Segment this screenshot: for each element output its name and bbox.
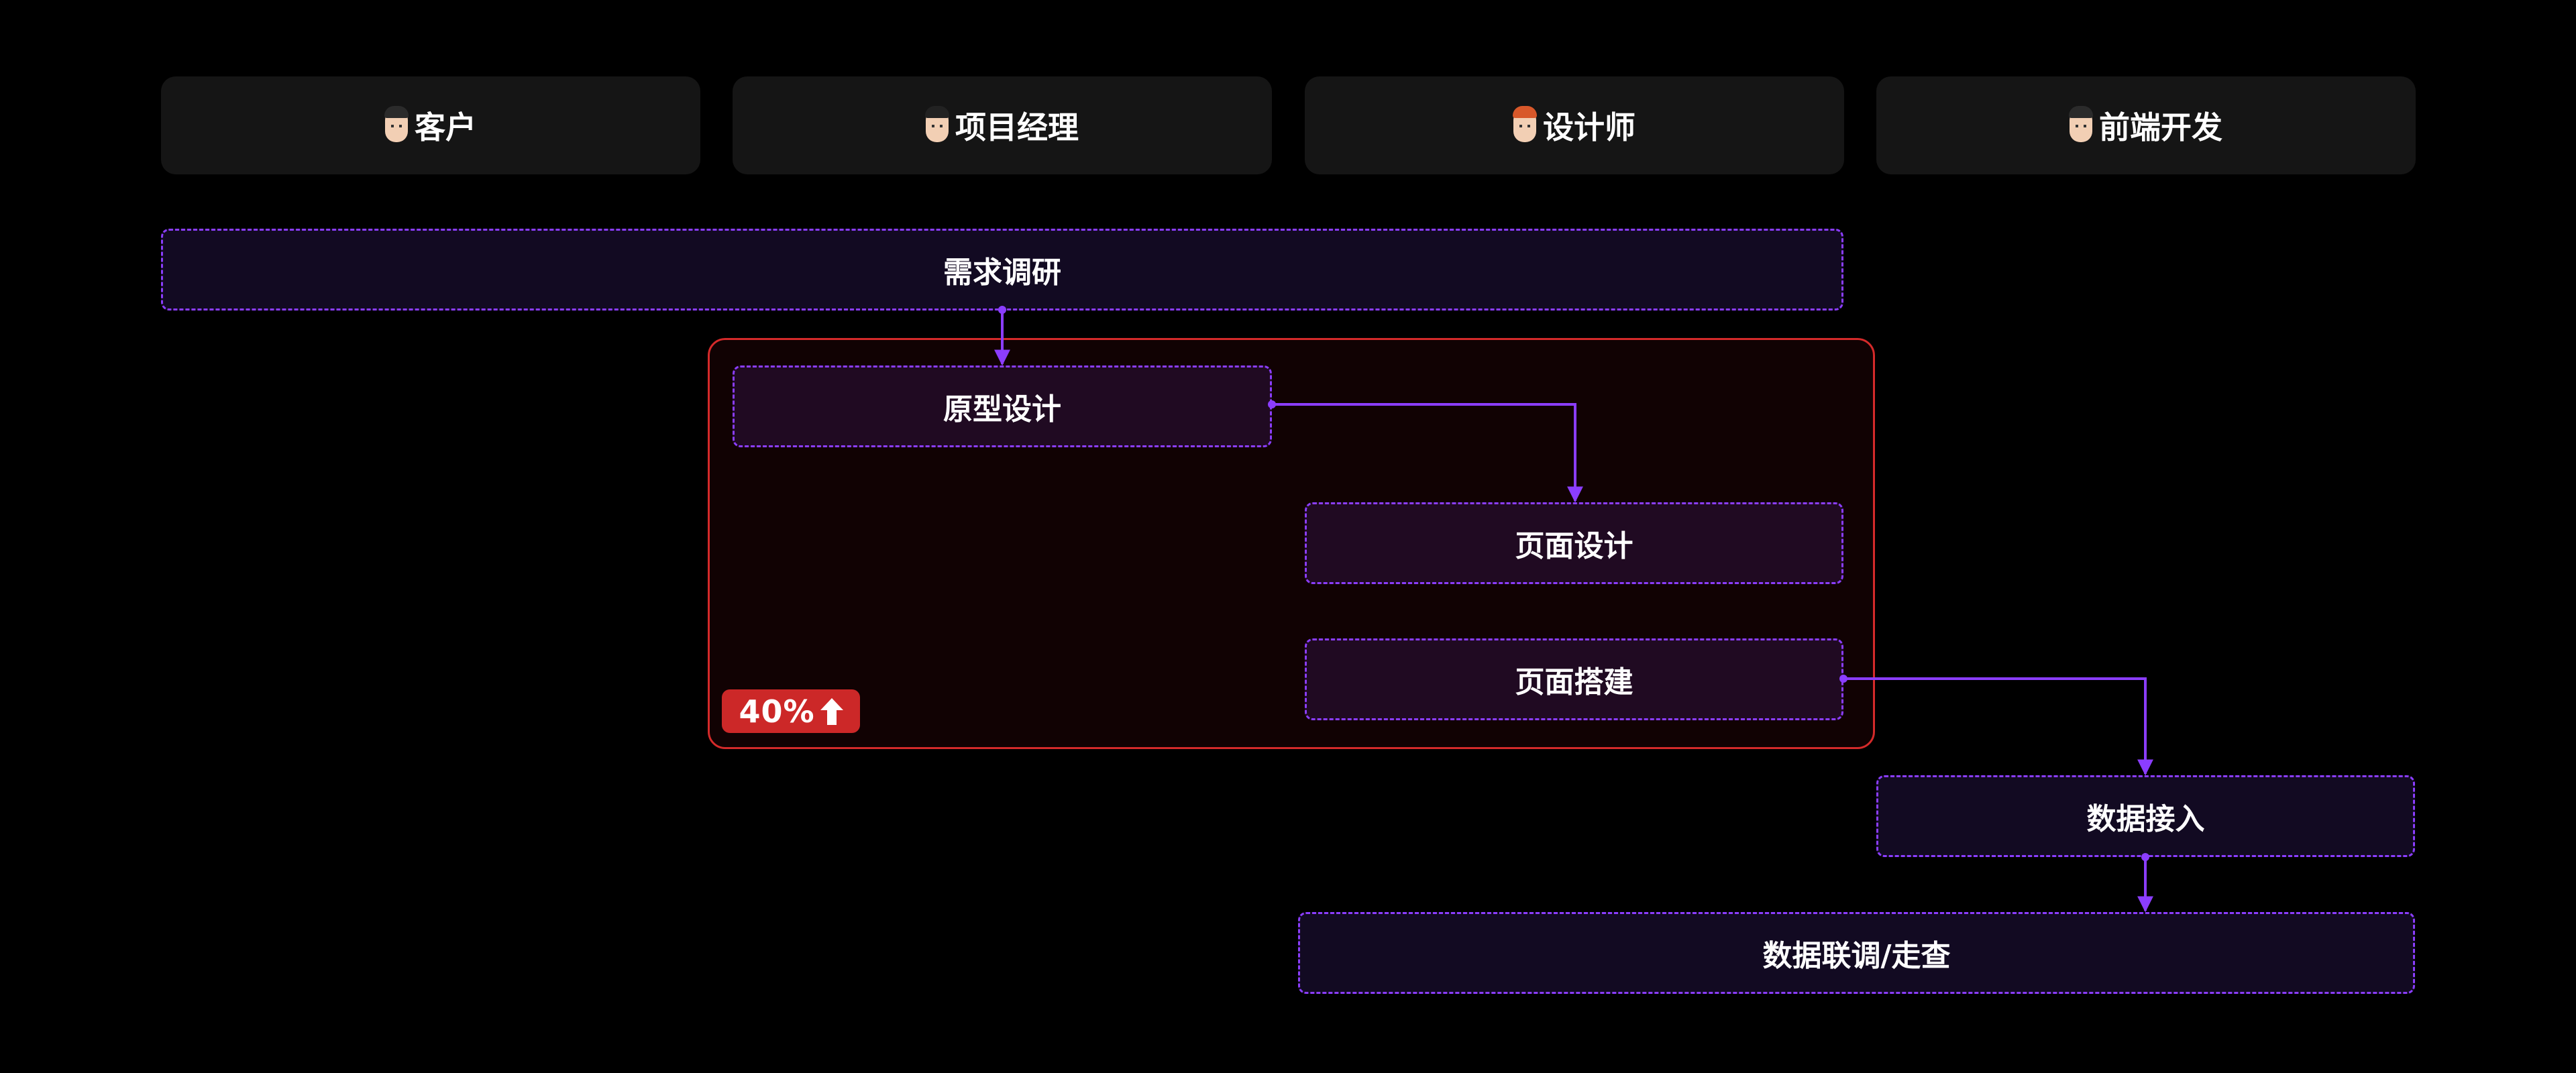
lane-label: 前端开发 (2099, 109, 2222, 146)
task-data-integration[interactable]: 数据接入 (1876, 775, 2415, 857)
avatar-icon (384, 106, 409, 142)
connector-dot (1839, 675, 1847, 683)
task-page-design[interactable]: 页面设计 (1305, 502, 1843, 584)
task-label: 原型设计 (943, 392, 1061, 427)
task-label: 需求调研 (943, 256, 1061, 290)
connector-build-to-integration (1843, 677, 2153, 776)
task-label: 数据接入 (2086, 802, 2205, 836)
avatar-icon (1513, 106, 1537, 142)
task-page-build[interactable]: 页面搭建 (1305, 638, 1843, 720)
lane-label: 客户 (415, 109, 476, 146)
arrow-up-icon (820, 697, 843, 725)
badge-value: 40% (739, 693, 815, 730)
task-data-debug-review[interactable]: 数据联调/走查 (1298, 912, 2415, 994)
avatar-icon (925, 106, 949, 142)
task-prototype-design[interactable]: 原型设计 (733, 365, 1272, 447)
connector-dot (2141, 853, 2149, 861)
task-label: 数据联调/走查 (1762, 939, 1951, 973)
increase-badge: 40% (722, 689, 860, 733)
connector-prototype-to-page-design (1272, 403, 1583, 503)
connector-dot (1268, 400, 1276, 408)
connector-dot (998, 306, 1006, 314)
lane-customer: 客户 (161, 76, 700, 174)
avatar-icon (2069, 106, 2093, 142)
lane-frontend-dev: 前端开发 (1876, 76, 2416, 174)
lane-designer: 设计师 (1305, 76, 1844, 174)
lane-project-manager: 项目经理 (733, 76, 1272, 174)
lane-label: 项目经理 (955, 109, 1079, 146)
lane-label: 设计师 (1543, 109, 1635, 146)
task-label: 页面搭建 (1515, 665, 1633, 699)
task-label: 页面设计 (1515, 529, 1633, 563)
